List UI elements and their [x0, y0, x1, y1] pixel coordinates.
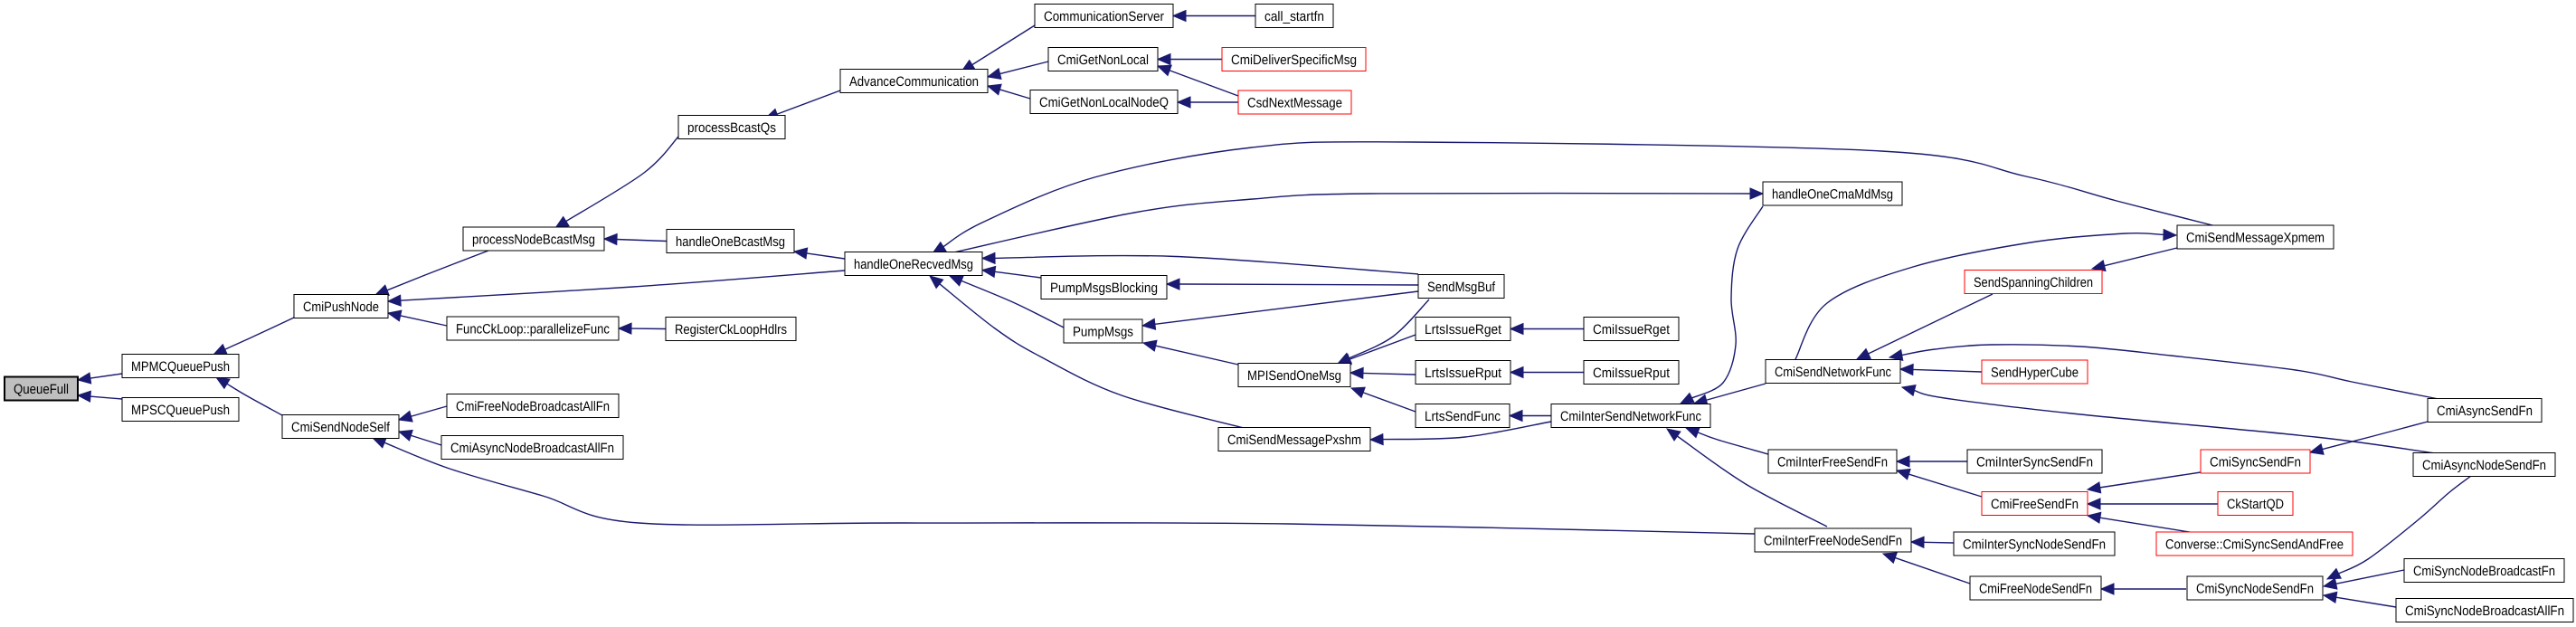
svg-text:handleOneCmaMdMsg: handleOneCmaMdMsg	[1772, 187, 1893, 203]
svg-text:CmiFreeNodeSendFn: CmiFreeNodeSendFn	[1979, 582, 2092, 597]
svg-text:CmiAsyncNodeSendFn: CmiAsyncNodeSendFn	[2422, 458, 2546, 473]
svg-text:CmiSendNodeSelf: CmiSendNodeSelf	[291, 420, 391, 435]
svg-text:CmiFreeNodeBroadcastAllFn: CmiFreeNodeBroadcastAllFn	[456, 399, 610, 414]
svg-text:AdvanceCommunication: AdvanceCommunication	[849, 74, 979, 90]
svg-text:CmiInterSyncNodeSendFn: CmiInterSyncNodeSendFn	[1963, 537, 2106, 553]
svg-text:CkStartQD: CkStartQD	[2227, 497, 2284, 512]
svg-text:SendSpanningChildren: SendSpanningChildren	[1974, 275, 2093, 290]
svg-text:CmiInterFreeNodeSendFn: CmiInterFreeNodeSendFn	[1764, 534, 1902, 549]
svg-text:call_startfn: call_startfn	[1264, 9, 1324, 24]
svg-text:FuncCkLoop::parallelizeFunc: FuncCkLoop::parallelizeFunc	[456, 322, 610, 337]
svg-text:CmiSendNetworkFunc: CmiSendNetworkFunc	[1775, 365, 1891, 380]
svg-text:SendHyperCube: SendHyperCube	[1991, 366, 2079, 381]
svg-text:CmiSyncNodeBroadcastAllFn: CmiSyncNodeBroadcastAllFn	[2405, 603, 2564, 619]
svg-text:CmiInterFreeSendFn: CmiInterFreeSendFn	[1777, 455, 1888, 470]
svg-text:CmiSyncNodeBroadcastFn: CmiSyncNodeBroadcastFn	[2413, 564, 2555, 579]
svg-text:QueueFull: QueueFull	[14, 382, 69, 397]
svg-text:CmiDeliverSpecificMsg: CmiDeliverSpecificMsg	[1231, 52, 1357, 68]
svg-text:CmiSyncSendFn: CmiSyncSendFn	[2210, 455, 2301, 470]
svg-text:CmiSendMessagePxshm: CmiSendMessagePxshm	[1227, 432, 1361, 448]
svg-text:SendMsgBuf: SendMsgBuf	[1427, 280, 1496, 295]
svg-text:PumpMsgsBlocking: PumpMsgsBlocking	[1050, 280, 1158, 296]
svg-text:processNodeBcastMsg: processNodeBcastMsg	[472, 233, 595, 248]
svg-text:CmiInterSendNetworkFunc: CmiInterSendNetworkFunc	[1560, 409, 1701, 424]
svg-text:Converse::CmiSyncSendAndFree: Converse::CmiSyncSendAndFree	[2165, 537, 2344, 553]
svg-text:CmiAsyncSendFn: CmiAsyncSendFn	[2437, 404, 2533, 419]
svg-text:CmiIssueRput: CmiIssueRput	[1593, 366, 1671, 381]
svg-text:CmiAsyncNodeBroadcastAllFn: CmiAsyncNodeBroadcastAllFn	[450, 441, 614, 456]
svg-text:CmiSyncNodeSendFn: CmiSyncNodeSendFn	[2196, 582, 2314, 597]
svg-text:handleOneRecvedMsg: handleOneRecvedMsg	[854, 257, 973, 272]
svg-text:LrtsIssueRget: LrtsIssueRget	[1425, 322, 1502, 337]
svg-text:RegisterCkLoopHdlrs: RegisterCkLoopHdlrs	[675, 322, 787, 337]
svg-text:PumpMsgs: PumpMsgs	[1073, 325, 1133, 340]
svg-text:CmiPushNode: CmiPushNode	[303, 299, 379, 315]
svg-text:LrtsSendFunc: LrtsSendFunc	[1425, 409, 1501, 424]
svg-text:CmiIssueRget: CmiIssueRget	[1593, 322, 1671, 337]
svg-text:handleOneBcastMsg: handleOneBcastMsg	[676, 234, 785, 250]
svg-text:CmiSendMessageXpmem: CmiSendMessageXpmem	[2186, 231, 2325, 246]
svg-text:CsdNextMessage: CsdNextMessage	[1247, 96, 1342, 111]
svg-text:MPMCQueuePush: MPMCQueuePush	[131, 359, 230, 375]
svg-text:CmiFreeSendFn: CmiFreeSendFn	[1991, 497, 2079, 512]
svg-text:CmiGetNonLocal: CmiGetNonLocal	[1057, 52, 1149, 68]
svg-text:MPSCQueuePush: MPSCQueuePush	[131, 403, 230, 418]
svg-text:processBcastQs: processBcastQs	[687, 120, 776, 136]
svg-text:LrtsIssueRput: LrtsIssueRput	[1425, 366, 1502, 381]
svg-text:MPISendOneMsg: MPISendOneMsg	[1247, 368, 1341, 384]
svg-text:CmiGetNonLocalNodeQ: CmiGetNonLocalNodeQ	[1039, 95, 1169, 110]
svg-text:CmiInterSyncSendFn: CmiInterSyncSendFn	[1976, 455, 2093, 470]
svg-text:CommunicationServer: CommunicationServer	[1044, 9, 1164, 24]
